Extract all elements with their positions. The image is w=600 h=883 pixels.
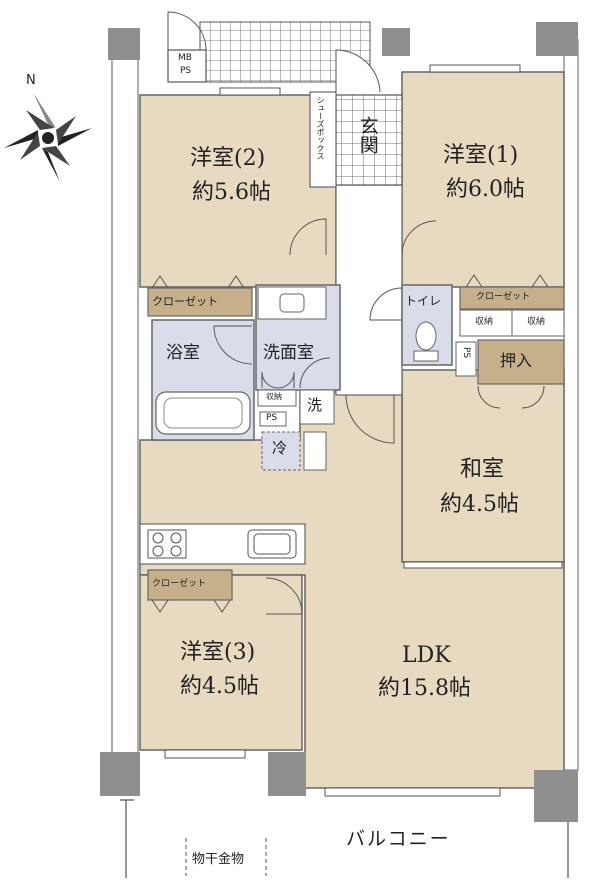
closet-marker-w3 [151, 599, 231, 613]
drying-rack-label: 物干金物 [192, 852, 245, 867]
pillar-bottom-midleft [268, 752, 306, 796]
ps-small-box [259, 411, 287, 427]
pillar-top-right [536, 22, 578, 56]
pillar-top-left [108, 28, 140, 60]
western-3-name: 洋室(3) [180, 640, 256, 665]
japanese-size: 約4.5帖 [440, 492, 519, 517]
toilet-label: トイレ [405, 294, 442, 308]
burner-4 [170, 545, 182, 557]
hallway [335, 184, 403, 396]
shoe-box [309, 91, 337, 188]
closet-western-2 [147, 287, 253, 317]
window-ldk [324, 787, 501, 797]
ps-small-label: PS [266, 413, 278, 423]
closet-western-1 [459, 286, 565, 310]
western-2-size: 約5.6帖 [192, 180, 271, 205]
window-w3 [164, 749, 246, 759]
ldk-size: 約15.8帖 [378, 676, 471, 701]
closet-w3-label: クローゼット [152, 579, 207, 589]
bathtub [155, 391, 251, 435]
mb-door-arc [167, 11, 207, 51]
storage-unit-b [511, 309, 565, 337]
entrance-door-arc [335, 49, 381, 93]
storage-wash-label: 収納 [266, 392, 282, 401]
closet-w2-label: クローゼット [152, 295, 218, 308]
washroom-storage [257, 389, 297, 407]
closet-western-3 [147, 569, 233, 601]
oshiire [477, 339, 565, 385]
genkan-floor [335, 94, 403, 186]
window-japanese [403, 561, 563, 569]
burner-2 [170, 532, 182, 544]
western-3-size: 約4.5帖 [180, 674, 259, 699]
toilet-tank [413, 350, 439, 362]
mbps-label-2: PS [180, 66, 192, 76]
genkan-label: 玄関 [356, 116, 379, 154]
ps-vertical-box [455, 341, 477, 377]
door-w1 [401, 220, 437, 256]
kitchen-sink [247, 529, 297, 559]
door-bath [213, 325, 253, 365]
burner-1 [152, 532, 164, 544]
western-1-size: 約6.0帖 [446, 177, 525, 202]
washroom-label: 洗面室 [263, 343, 314, 363]
outer-wall-right [563, 39, 579, 771]
door-w2 [289, 218, 327, 256]
shoe-box-label: シューズボックス [316, 96, 325, 160]
mbps-label-1: MB [178, 53, 192, 63]
ldk-name: LDK [402, 643, 451, 668]
bathtub-inner [163, 397, 243, 429]
drying-rack-markers [185, 838, 267, 876]
burner-3 [152, 545, 164, 557]
washer-space [299, 389, 335, 425]
window-w2 [219, 87, 281, 96]
room-western-3 [139, 574, 303, 751]
north-compass-icon [4, 94, 92, 182]
closet-w1-label: クローゼット [476, 292, 531, 302]
oshiire-label: 押入 [500, 351, 533, 370]
kitchen-sink-bowl [253, 533, 291, 555]
room-western-2 [139, 94, 337, 288]
pillar-top-mid [382, 28, 410, 56]
door-ldk [345, 394, 395, 444]
storage-unit-a [459, 309, 513, 337]
door-washroom-storage [261, 371, 295, 389]
storage-b-label: 収納 [527, 317, 546, 327]
counter-edge [303, 431, 327, 471]
ps-vertical-label: PS [461, 347, 471, 359]
bath-label: 浴室 [166, 343, 200, 363]
washer-label: 洗 [307, 396, 323, 414]
pillar-bottom-right [534, 770, 578, 822]
room-western-1 [401, 71, 565, 288]
closet-marker-w2 [151, 275, 245, 289]
western-1-name: 洋室(1) [443, 143, 519, 168]
japanese-name: 和室 [460, 457, 505, 482]
closet-marker-w1 [465, 274, 549, 288]
door-toilet [369, 287, 403, 321]
door-washroom [299, 357, 331, 389]
storage-a-label: 収納 [475, 317, 494, 327]
window-w1 [429, 64, 521, 73]
door-w3 [265, 577, 303, 615]
door-japanese [477, 385, 545, 409]
fridge-label: 冷 [272, 439, 288, 457]
outer-wall-left [111, 39, 139, 756]
pillar-bottom-left [100, 752, 140, 796]
fridge-space [261, 431, 301, 471]
wash-bowl [279, 293, 305, 313]
mbps-box [167, 49, 207, 83]
western-2-name: 洋室(2) [190, 146, 266, 171]
north-mark: N [26, 73, 36, 88]
balcony-label: バルコニー [346, 828, 451, 850]
balcony-outline [120, 799, 569, 878]
toilet-bowl [415, 321, 437, 351]
